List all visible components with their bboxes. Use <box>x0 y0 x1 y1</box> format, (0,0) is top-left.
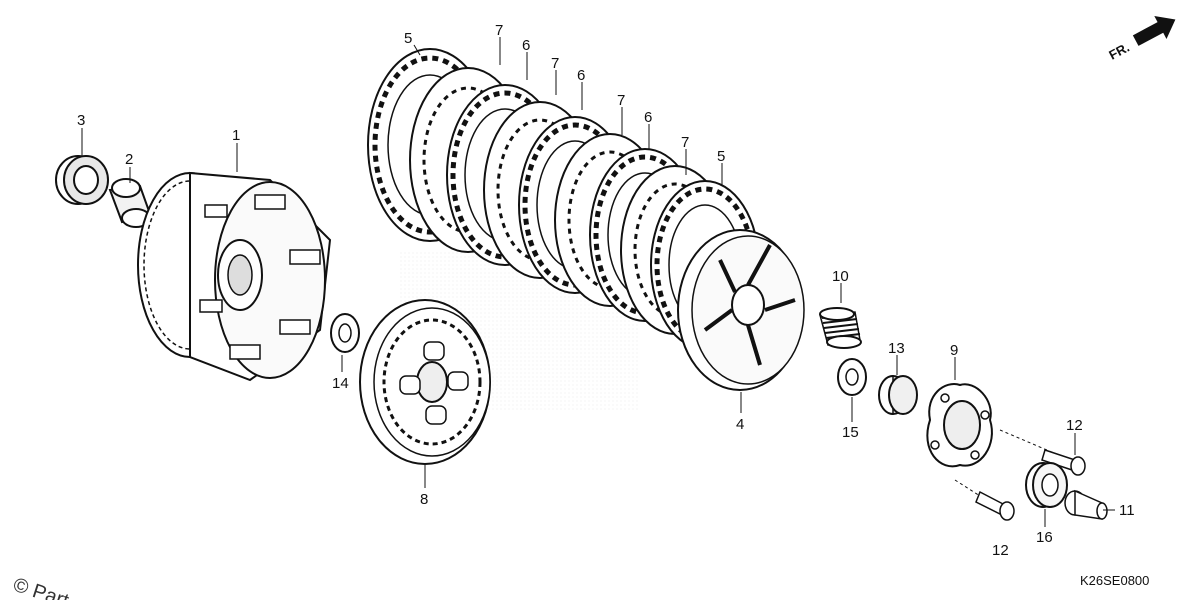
copyright-watermark: © Part <box>10 574 71 600</box>
part-12b-bolt <box>954 479 1015 521</box>
part-9-lifter-plate <box>926 383 993 468</box>
front-arrow-icon <box>1132 15 1176 46</box>
part-8-clutch-center <box>359 299 491 465</box>
label-part-7a: 7 <box>495 22 503 39</box>
label-part-9: 9 <box>950 342 958 359</box>
label-part-7d: 7 <box>681 134 689 151</box>
part-12a-bolt <box>999 429 1086 476</box>
part-4-pressure-plate <box>677 229 805 391</box>
front-direction-marker: FR. <box>1106 15 1176 63</box>
label-part-10: 10 <box>832 268 849 285</box>
part-13-collar <box>878 375 918 415</box>
label-part-1: 1 <box>232 127 240 144</box>
label-part-7c: 7 <box>617 92 625 109</box>
label-part-3: 3 <box>77 112 85 129</box>
label-part-2: 2 <box>125 151 133 168</box>
label-part-14: 14 <box>332 375 349 392</box>
label-part-8: 8 <box>420 491 428 508</box>
label-part-12a: 12 <box>1066 417 1083 434</box>
label-part-7b: 7 <box>551 55 559 72</box>
label-part-15: 15 <box>842 424 859 441</box>
figure-code: K26SE0800 <box>1080 573 1149 588</box>
label-part-11: 11 <box>1119 502 1135 519</box>
label-part-6c: 6 <box>644 109 652 126</box>
label-part-13: 13 <box>888 340 905 357</box>
part-1-clutch-outer <box>137 171 332 382</box>
label-part-6a: 6 <box>522 37 530 54</box>
label-part-5a: 5 <box>404 30 412 47</box>
label-part-6b: 6 <box>577 67 585 84</box>
part-10-clutch-spring <box>819 307 862 349</box>
label-part-4: 4 <box>736 416 744 433</box>
label-part-16: 16 <box>1036 529 1053 546</box>
part-15-washer <box>837 358 867 396</box>
label-part-5b: 5 <box>717 148 725 165</box>
leader-lines <box>81 37 1115 527</box>
front-direction-label: FR. <box>1106 40 1132 63</box>
callout-labels: 3 2 1 5 7 6 7 6 7 6 7 5 10 13 9 14 4 15 … <box>77 22 1135 559</box>
label-part-12b: 12 <box>992 542 1009 559</box>
part-11-lifter-rod <box>1064 489 1108 520</box>
part-14-washer <box>330 313 360 353</box>
part-16-ball-bearing <box>1025 462 1068 508</box>
part-3-needle-bearing <box>55 155 109 205</box>
